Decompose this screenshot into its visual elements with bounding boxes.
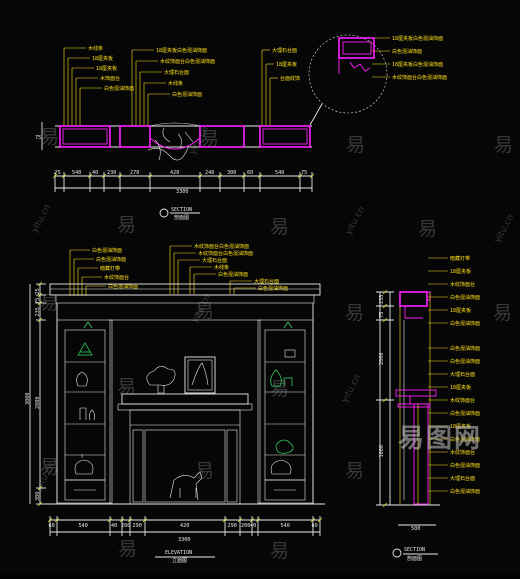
elevation-label: 大理石台面 <box>202 257 227 264</box>
top-section-plan: 木线条18厘夹板18厘夹板木饰面台白色混油饰面18厘夹板白色混油饰面木纹饰面台白… <box>35 34 447 221</box>
side-section-label: 18厘夹板 <box>450 307 471 314</box>
elevation-dim-label: 290 <box>228 523 237 529</box>
detail-label: 18厘夹板白色混油饰面 <box>392 61 443 68</box>
top-mid-label: 木纹饰面台白色混油饰面 <box>160 58 215 65</box>
elevation-left-dim-total: 3000 <box>25 393 31 406</box>
side-section-label: 18厘夹板 <box>450 423 471 430</box>
elevation-dim-label: 40 <box>250 523 256 529</box>
elevation-label: 白色混油饰面 <box>92 247 122 254</box>
top-mid-label: 木线条 <box>168 80 183 87</box>
elevation-label: 暗藏灯带 <box>100 265 120 272</box>
side-section-drawing: 暗藏灯带18厘夹板木纹饰面台白色混油饰面18厘夹板白色混油饰面白色混油饰面白色混… <box>376 255 480 562</box>
elevation-dim-label: 540 <box>79 523 88 529</box>
detail-label: 18厘夹板白色混油饰面 <box>392 35 443 42</box>
elevation-left-dim: 300 <box>35 492 41 501</box>
top-right-label: 台面纹饰 <box>280 75 300 82</box>
side-section-label: 大理石台面 <box>450 371 475 378</box>
side-section-label: 18厘夹板 <box>450 384 471 391</box>
side-section-label: 白色混油饰面 <box>450 410 480 417</box>
side-section-label: 白色混油饰面 <box>450 488 480 495</box>
top-dim-label: 75 <box>55 170 61 176</box>
side-left-dim: 1000 <box>379 445 385 458</box>
elevation-left-dim: 75 <box>35 298 41 304</box>
top-dim-label: 300 <box>227 170 236 176</box>
top-mid-label: 白色混油饰面 <box>172 91 202 98</box>
top-height-dim: 75 <box>35 135 41 141</box>
side-left-dim: 235 <box>379 295 385 304</box>
top-right-label: 大理石台面 <box>272 47 297 54</box>
top-left-label: 18厘夹板 <box>92 55 113 62</box>
elevation-drawing: 白色混油饰面白色混油饰面暗藏灯带木纹饰面台白色混油饰面木纹饰面台白色混油饰面木纹… <box>25 243 325 564</box>
side-bottom-dim: 500 <box>411 526 420 532</box>
top-left-label: 18厘夹板 <box>96 65 117 72</box>
side-section-label: 18厘夹板 <box>450 268 471 275</box>
top-dim-label: 270 <box>130 170 139 176</box>
top-dim-label: 540 <box>72 170 81 176</box>
top-dim-label: 240 <box>205 170 214 176</box>
side-section-label: 白色混油饰面 <box>450 345 480 352</box>
elevation-left-dim: 2000 <box>35 397 41 410</box>
top-dim-label: 75 <box>301 170 307 176</box>
top-left-label: 木饰面台 <box>100 75 120 82</box>
top-section-title-cn: 剖面图 <box>174 214 189 221</box>
side-section-label: 暗藏灯带 <box>450 255 470 262</box>
top-left-label: 白色混油饰面 <box>104 85 134 92</box>
side-section-label: 木纹饰面台 <box>450 397 475 404</box>
elevation-dim-label: 200 <box>121 523 130 529</box>
side-section-label: 木纹饰面台 <box>450 449 475 456</box>
elevation-label: 木纹饰面台白色混油饰面 <box>194 243 249 250</box>
top-dim-label: 420 <box>170 170 179 176</box>
side-section-label: 白色混油饰面 <box>450 294 480 301</box>
elevation-label: 木纹饰面台白色混油饰面 <box>198 250 253 257</box>
elevation-dim-label: 40 <box>111 523 117 529</box>
elevation-label: 白色混油饰面 <box>218 271 248 278</box>
elevation-dim-total: 3300 <box>178 537 191 543</box>
top-right-label: 18厘夹板 <box>276 61 297 68</box>
detail-label: 木纹饰面台白色混油饰面 <box>392 74 447 81</box>
side-section-label: 白色混油饰面 <box>450 320 480 327</box>
side-left-dim: 75 <box>379 312 385 318</box>
top-dim-label: 540 <box>275 170 284 176</box>
top-dim-label: 40 <box>92 170 98 176</box>
elevation-label: 白色混油饰面 <box>258 285 288 292</box>
elevation-dim-label: 420 <box>180 523 189 529</box>
side-section-label: 白色混油饰面 <box>450 462 480 469</box>
elevation-label: 木线条 <box>214 264 229 271</box>
elevation-label: 木纹饰面台 <box>104 274 129 281</box>
top-dim-total: 3300 <box>176 189 189 195</box>
side-section-label: 大理石台面 <box>450 475 475 482</box>
side-section-title-en: SECTION <box>404 547 425 553</box>
side-left-dim: 2000 <box>379 353 385 366</box>
top-dim-label: 230 <box>107 170 116 176</box>
elevation-left-dim: 235 <box>35 307 41 316</box>
top-section-title-en: SECTION <box>171 207 192 213</box>
elevation-left-dim: 25 <box>35 288 41 294</box>
side-section-title-cn: 剖面图 <box>407 555 422 562</box>
side-section-label: 白色混油饰面 <box>450 358 480 365</box>
top-left-label: 木线条 <box>88 45 103 52</box>
elevation-label: 大理石台面 <box>254 278 279 285</box>
elevation-dim-label: 200 <box>241 523 250 529</box>
elevation-dim-label: 290 <box>133 523 142 529</box>
side-section-label: 白色混油饰面 <box>450 436 480 443</box>
elevation-dim-label: 540 <box>281 523 290 529</box>
top-mid-label: 大理石台面 <box>164 69 189 76</box>
elevation-dim-label: 60 <box>49 523 55 529</box>
elevation-label: 白色混油饰面 <box>96 256 126 263</box>
side-section-label: 木纹饰面台 <box>450 281 475 288</box>
top-dim-label: 60 <box>247 170 253 176</box>
detail-label: 白色混油饰面 <box>392 48 422 55</box>
elevation-dim-label: 60 <box>312 523 318 529</box>
elevation-title-cn: 立面图 <box>172 557 187 564</box>
top-mid-label: 18厘夹板白色混油饰面 <box>156 47 207 54</box>
elevation-title-en: ELEVATION <box>165 550 192 556</box>
elevation-label: 白色混油饰面 <box>108 283 138 290</box>
